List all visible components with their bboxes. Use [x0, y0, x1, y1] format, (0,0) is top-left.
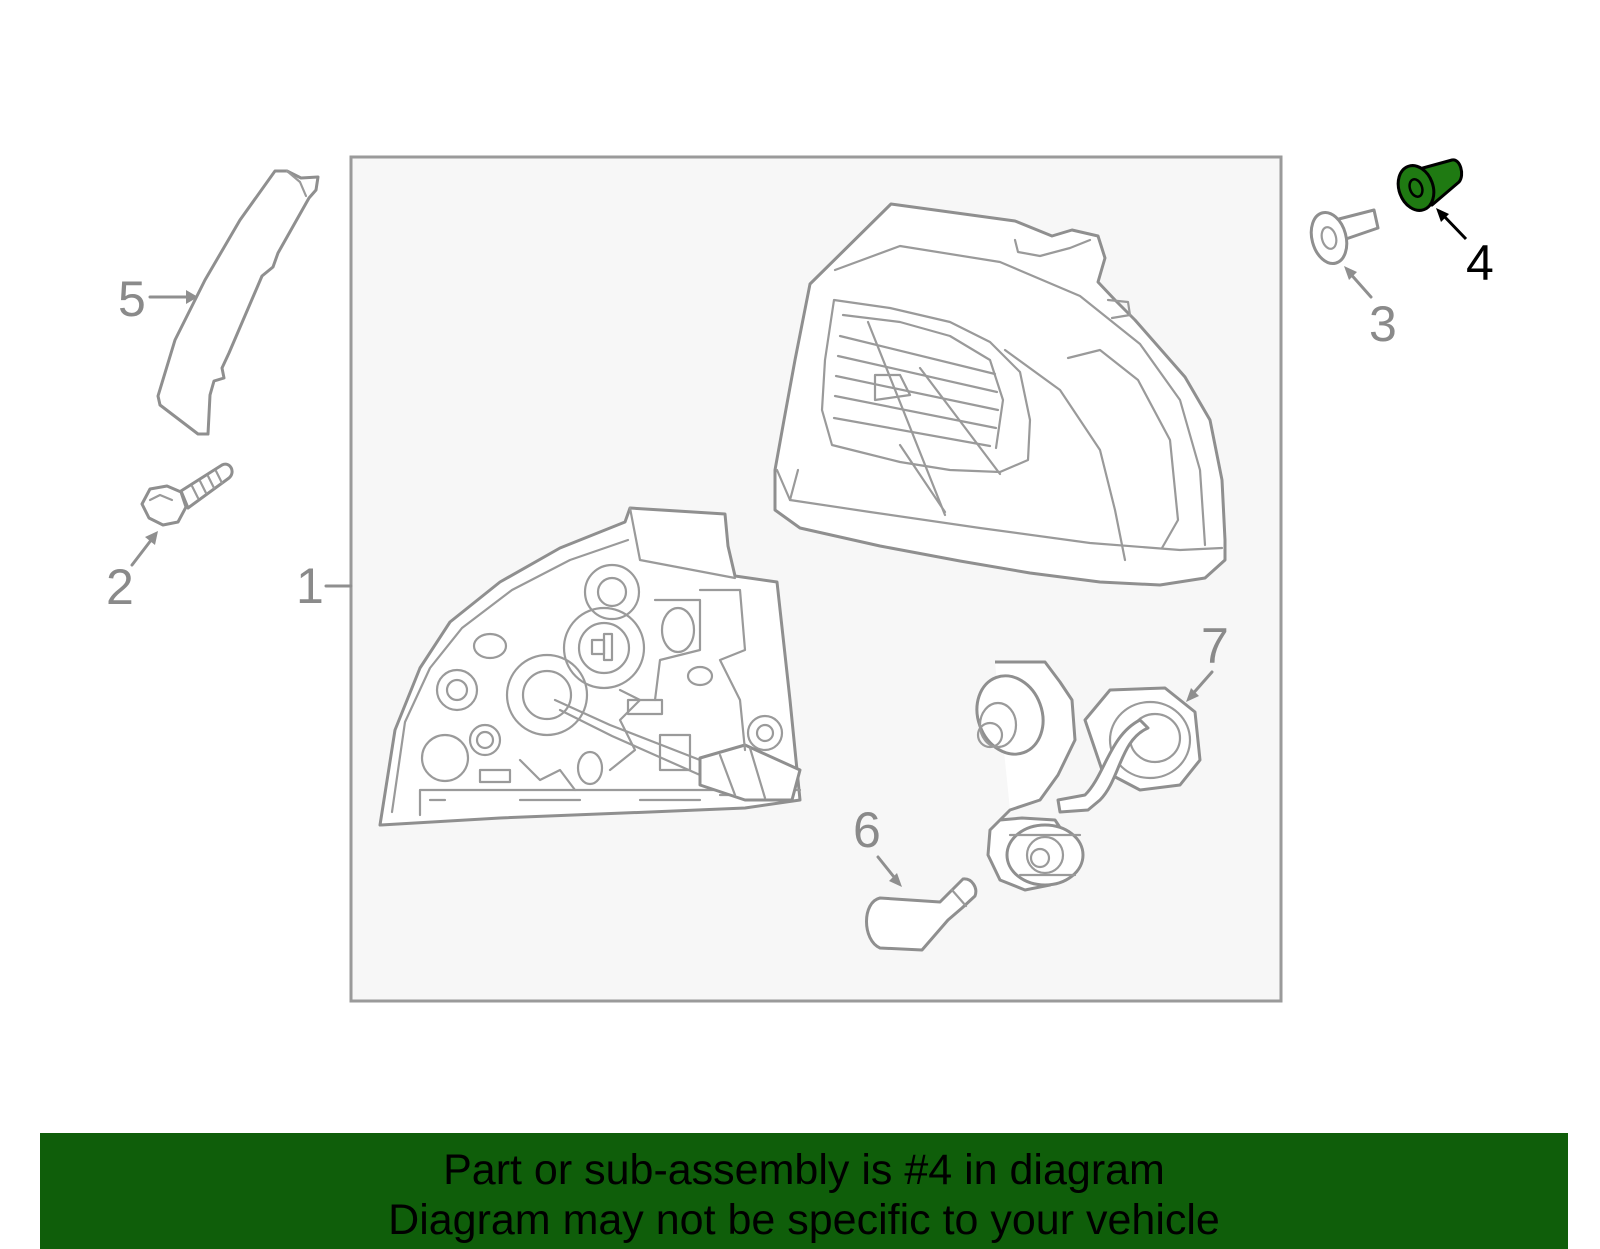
banner-line-2: Diagram may not be specific to your vehi…: [388, 1196, 1220, 1244]
callout-3[interactable]: 3: [1344, 266, 1397, 352]
callout-7-label: 7: [1201, 618, 1229, 674]
callout-4[interactable]: 4: [1436, 208, 1494, 291]
part-7-socket-harness[interactable]: [966, 660, 1202, 892]
callout-6[interactable]: 6: [853, 802, 902, 887]
tail-lamp-lens[interactable]: [773, 202, 1227, 587]
callout-5-label: 5: [118, 271, 146, 327]
part-2-bolt[interactable]: [140, 462, 234, 527]
part-3-clip[interactable]: [1306, 208, 1380, 267]
part-5-trim-strip[interactable]: [156, 169, 320, 436]
callout-5[interactable]: 5: [118, 271, 198, 327]
lamp-housing[interactable]: [378, 506, 802, 827]
callout-6-label: 6: [853, 802, 881, 858]
callout-1[interactable]: 1: [296, 558, 353, 614]
info-banner: Part or sub-assembly is #4 in diagram Di…: [40, 1133, 1568, 1249]
callout-1-label: 1: [296, 558, 324, 614]
callout-3-label: 3: [1369, 296, 1397, 352]
part-4-nut[interactable]: [1392, 158, 1464, 216]
callout-2[interactable]: 2: [106, 531, 158, 615]
callout-4-label: 4: [1466, 235, 1494, 291]
part-6-bulb[interactable]: [865, 877, 978, 952]
callout-2-label: 2: [106, 559, 134, 615]
callout-7[interactable]: 7: [1186, 618, 1229, 702]
banner-line-1: Part or sub-assembly is #4 in diagram: [443, 1146, 1165, 1194]
